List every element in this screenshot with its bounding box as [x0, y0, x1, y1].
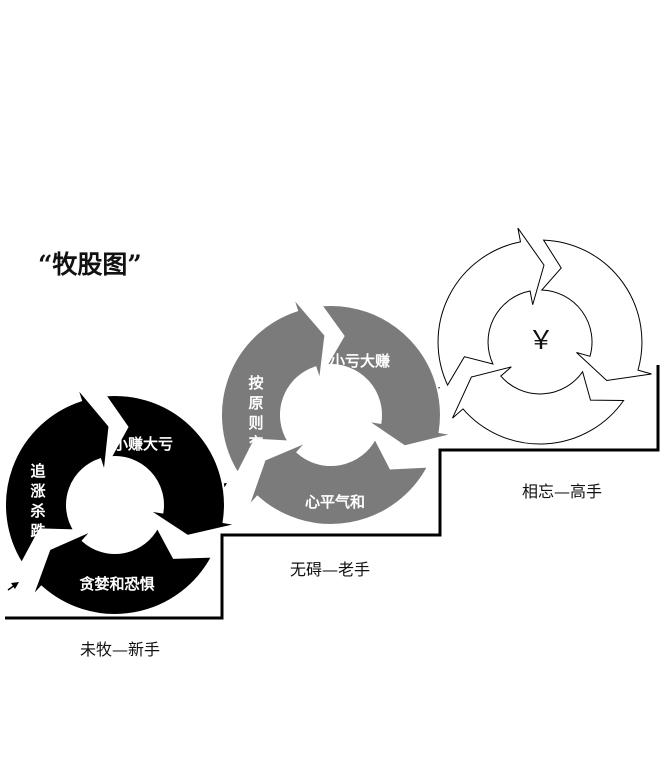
progress-arrow-1: [7, 582, 19, 591]
cycle-arrow-segment: [31, 525, 214, 616]
cycle-master-arrows: [437, 227, 652, 445]
cycle-label-small-gain-big-loss: 小赚大亏: [113, 435, 173, 453]
cycle-label-trade-by-principle: 按原则交易: [248, 374, 263, 472]
cycle-label-small-loss-big-gain: 小亏大赚: [330, 352, 390, 370]
cycle-label-greed-fear: 贪婪和恐惧: [79, 575, 154, 593]
diagram-title: “牧股图”: [38, 250, 142, 279]
cycle-arrow-segment: [452, 366, 625, 445]
cycle-label-chase-rise-sell-fall: 追涨杀跌: [30, 462, 46, 540]
cycle-master: ￥ 相忘—高手: [437, 227, 652, 501]
stage-caption-novice: 未牧—新手: [80, 640, 160, 659]
cycle-veteran-arrows: [219, 296, 454, 526]
cycle-novice: 小赚大亏 贪婪和恐惧 追涨杀跌 未牧—新手: [3, 386, 238, 659]
cycle-arrow-segment: [247, 436, 430, 526]
yuan-symbol: ￥: [528, 326, 554, 356]
cycle-arrow-segment: [219, 296, 327, 476]
cycle-arrow-segment: [103, 393, 238, 537]
cycle-veteran: 小亏大赚 心平气和 按原则交易 无碍—老手: [219, 296, 454, 579]
stage-caption-master: 相忘—高手: [522, 482, 602, 501]
cycle-novice-arrows: [3, 386, 238, 616]
stage-caption-veteran: 无碍—老手: [290, 560, 370, 579]
cycle-arrow-segment: [3, 386, 111, 566]
cycle-arrow-segment: [540, 239, 652, 382]
staircase-line: [5, 365, 660, 620]
cycle-arrow-segment: [437, 227, 545, 387]
cycle-label-calm: 心平气和: [305, 493, 365, 511]
cycle-arrow-segment: [319, 303, 454, 448]
